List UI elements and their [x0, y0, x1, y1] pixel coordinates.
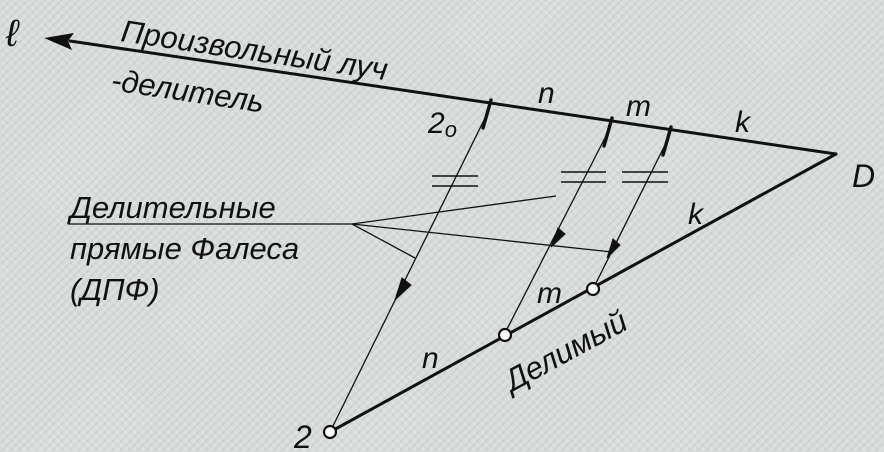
- parallel-mark-2: [561, 171, 606, 183]
- division-point-2: [585, 281, 601, 297]
- dpf-leader-1: [351, 223, 416, 259]
- ray-segment-m-label: m: [626, 90, 651, 123]
- parallel-mark-3: [622, 171, 668, 183]
- ray-arrowhead: [44, 33, 74, 50]
- point-2-node: [322, 424, 338, 440]
- ray-segment-n-label: n: [538, 77, 555, 110]
- dpf-label-line2: прямые Фалеса: [70, 231, 299, 266]
- line-segment-k-label: k: [688, 198, 705, 231]
- parallel-mark-1: [432, 175, 478, 187]
- divider-ray-line: [68, 39, 838, 156]
- thales-line-3-arrow: [606, 238, 621, 259]
- point-d-label: D: [852, 158, 875, 194]
- line-segment-n-label: n: [422, 342, 439, 375]
- thales-line-1: [329, 113, 488, 433]
- dpf-label-line1: Делительные: [67, 190, 276, 225]
- ray-segment-k-label: k: [735, 106, 752, 139]
- ray-symbol-label: ℓ: [5, 13, 20, 55]
- divided-label: Делимый: [496, 303, 633, 399]
- thales-line-1-arrow: [393, 277, 412, 302]
- ray-title-line2: -делитель: [109, 62, 267, 119]
- ray-start-label: 2o: [427, 107, 457, 142]
- division-point-1: [497, 327, 513, 343]
- point-2-label: 2: [293, 419, 312, 452]
- line-segment-m-label: m: [537, 277, 562, 310]
- dpf-leader-3: [351, 223, 613, 253]
- thales-line-2-arrow: [550, 227, 566, 248]
- dpf-leader-2: [351, 195, 557, 225]
- divided-segment-line: [328, 152, 838, 434]
- thales-line-3: [592, 140, 668, 290]
- dpf-label-line3: (ДПФ): [70, 272, 160, 307]
